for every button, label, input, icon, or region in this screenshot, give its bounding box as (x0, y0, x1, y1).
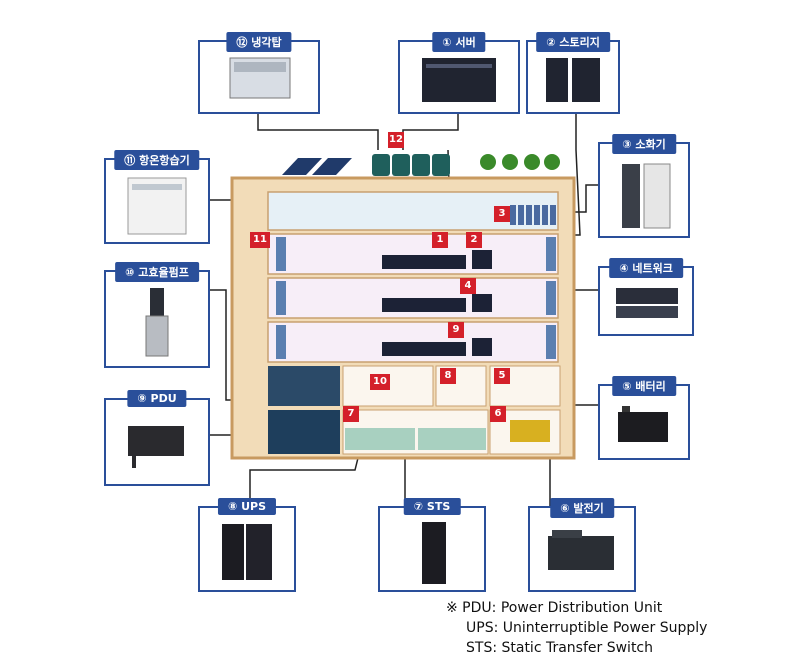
humidifier-icon (127, 177, 187, 235)
cooling-tanks (372, 154, 450, 176)
server-racks (382, 250, 492, 356)
battery-label: ⑤ 배터리 (612, 376, 676, 396)
solar-panel (312, 158, 352, 175)
control-room-upper (268, 366, 340, 406)
note-sts: STS: Static Transfer Switch (466, 640, 654, 656)
server-card: ① 서버 (398, 32, 520, 114)
marker-9: 9 (448, 322, 464, 338)
humidifier-label: ⑪ 항온항습기 (114, 150, 200, 170)
extinguisher-cylinders (510, 205, 556, 225)
marker-6: 6 (490, 406, 506, 422)
generator-icon (548, 530, 614, 570)
server-label: ① 서버 (432, 32, 486, 52)
pump-icon (145, 288, 169, 357)
pdu-icon (128, 426, 184, 468)
marker-3: 3 (494, 206, 510, 222)
solar-panel (282, 158, 322, 175)
cooling-tower-icon (229, 57, 291, 99)
humidifier-card: ⑪ 항온항습기 (104, 150, 210, 244)
generator-card: ⑥ 발전기 (528, 498, 636, 592)
sts-label: ⑦ STS (403, 498, 461, 515)
battery-card: ⑤ 배터리 (598, 376, 690, 460)
server-icon (422, 58, 496, 102)
extinguisher-label: ③ 소화기 (612, 134, 676, 154)
marker-10: 10 (370, 374, 390, 390)
marker-4: 4 (460, 278, 476, 294)
ups-label: ⑧ UPS (217, 498, 277, 515)
ups-cabinets (345, 428, 415, 450)
booster-pump-card: ⑩ 고효율펌프 (104, 262, 210, 368)
note-ups: UPS: Uninterruptible Power Supply (466, 620, 708, 636)
marker-2: 2 (466, 232, 482, 248)
marker-8: 8 (440, 368, 456, 384)
cooling-tower-card: ⑫ 냉각탑 (198, 32, 320, 114)
storage-card: ② 스토리지 (526, 32, 620, 114)
marker-7: 7 (343, 406, 359, 422)
marker-11: 11 (250, 232, 270, 248)
storage-label: ② 스토리지 (536, 32, 610, 52)
network-icon (616, 288, 678, 318)
extinguisher-icon (622, 163, 671, 229)
sts-cabinets (418, 428, 486, 450)
trees (480, 154, 560, 170)
generator-label: ⑥ 발전기 (550, 498, 614, 518)
ups-card: ⑧ UPS (198, 498, 296, 592)
network-label: ④ 네트워크 (609, 258, 683, 278)
pdu-label: ⑨ PDU (127, 390, 187, 407)
battery-icon (618, 406, 668, 442)
storage-icon (546, 58, 600, 102)
control-room-lower (268, 410, 340, 454)
booster-pump-label: ⑩ 고효율펌프 (115, 262, 199, 282)
sts-icon (422, 522, 446, 584)
marker-12: 12 (388, 132, 404, 148)
sts-card: ⑦ STS (378, 498, 486, 592)
pdu-card: ⑨ PDU (104, 390, 210, 486)
side-units (276, 237, 556, 359)
extinguisher-card: ③ 소화기 (598, 134, 690, 238)
marker-5: 5 (494, 368, 510, 384)
generator-unit (510, 420, 550, 442)
cooling-tower-label: ⑫ 냉각탑 (226, 32, 292, 52)
note-pdu: ※ PDU: Power Distribution Unit (446, 600, 663, 616)
marker-1: 1 (432, 232, 448, 248)
network-card: ④ 네트워크 (598, 258, 694, 336)
ups-icon (222, 524, 272, 580)
